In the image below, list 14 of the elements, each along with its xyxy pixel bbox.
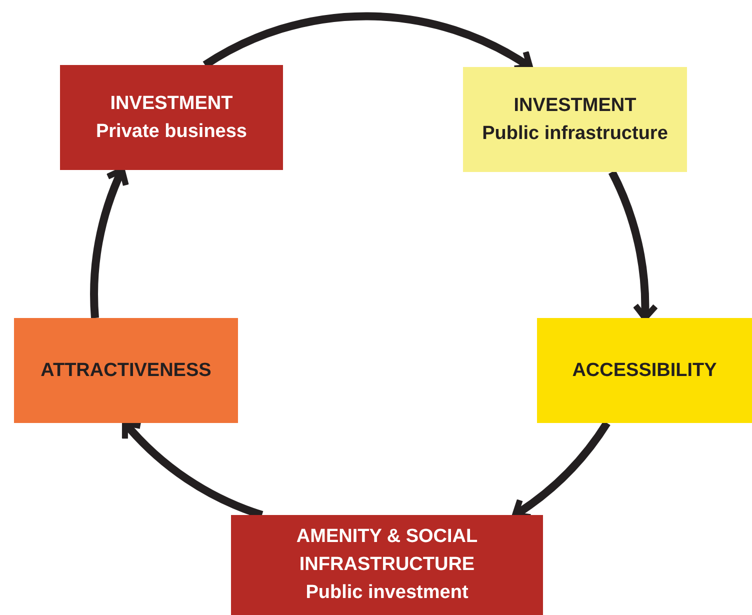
box-heading: ATTRACTIVENESS	[40, 358, 212, 382]
process-box	[537, 318, 752, 423]
box-text: Public investment	[306, 581, 468, 605]
box-heading: AMENITY & SOCIAL INFRASTRUCTURE	[295, 525, 479, 577]
box-heading: INVESTMENT	[110, 92, 233, 116]
process-box	[231, 515, 543, 615]
box-heading: INVESTMENT	[514, 94, 636, 118]
process-box	[60, 65, 283, 170]
process-box	[14, 318, 238, 423]
box-heading: ACCESSIBILITY	[572, 358, 717, 382]
arrow	[608, 170, 658, 321]
box-text: Private business	[96, 120, 248, 144]
process-box	[463, 67, 687, 172]
box-text: Public infrastructure	[482, 122, 668, 146]
